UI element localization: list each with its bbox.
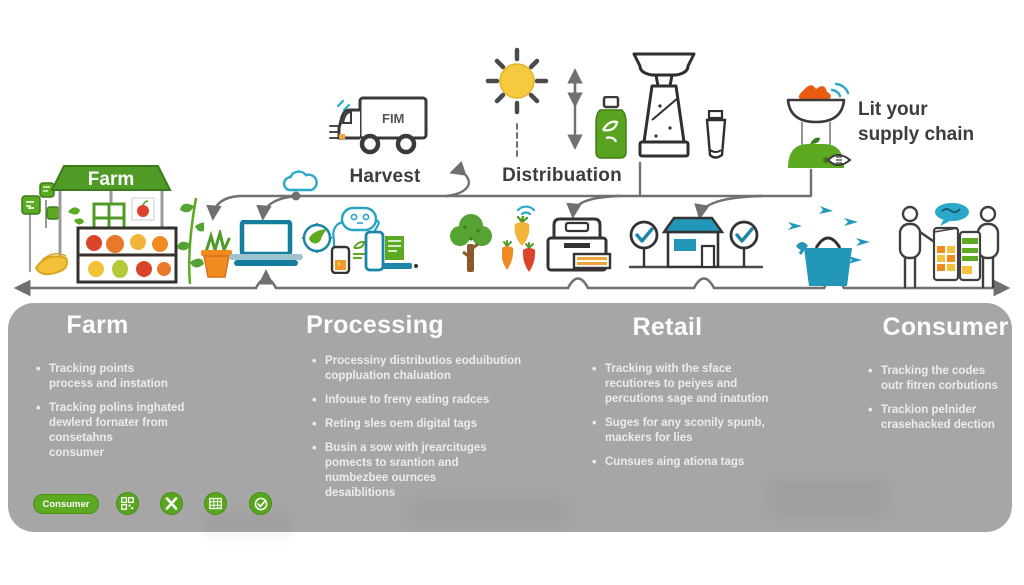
processing-bullet-list: Processiny distributios eoduibution copp… — [312, 353, 522, 510]
column-header-farm: Farm — [66, 311, 129, 339]
list-item: Cunsues aing ationa tags — [592, 454, 792, 471]
column-header-consumer: Consumer — [882, 313, 1009, 341]
delivery-truck-icon: FIM — [329, 96, 428, 155]
shopping-bag-planes-icon — [788, 206, 870, 286]
tube-icon — [705, 110, 727, 159]
list-item: Suges for any sconily spunb, mackers for… — [592, 415, 792, 446]
leaf-check-badge-icon — [302, 223, 332, 253]
list-item: Processiny distributios eoduibution copp… — [312, 353, 522, 384]
list-item: Reting sles oem digital tags — [312, 416, 522, 433]
consumer-bullet-list: Tracking the codes outr fitren corbution… — [868, 363, 1018, 442]
harvest-label: Harvest — [349, 166, 421, 187]
cloud-icon — [282, 170, 318, 192]
list-item: Trackion pelnider crasehacked dection — [868, 402, 1018, 433]
spreadsheet-icon — [204, 492, 227, 515]
robot-with-devices-icon — [330, 206, 418, 274]
list-item: Tracking with the sface recutiores to pe… — [592, 361, 792, 407]
consumer-pill-badge: Consumer — [33, 494, 99, 514]
qr-code-icon — [116, 492, 139, 515]
farm-bullet-list: Tracking points process and instation Tr… — [36, 361, 236, 470]
list-item: Tracking points process and instation — [36, 361, 236, 392]
tree-icon — [450, 214, 492, 272]
sun-icon — [485, 47, 549, 115]
people-with-products-icon — [898, 203, 1000, 289]
truck-text: FIM — [382, 111, 404, 126]
list-item: Infouue to freny eating radces — [312, 392, 522, 409]
laptop-icon — [229, 220, 303, 266]
farm-sign-text: Farm — [88, 169, 134, 190]
x-mark-icon — [160, 492, 183, 515]
potted-plant-icon — [201, 230, 232, 278]
bird-bowl-sensor-icon — [786, 82, 852, 168]
plant-sprig-icon — [177, 197, 204, 285]
printer-machine-icon — [546, 217, 612, 272]
carrots-icon — [502, 216, 536, 272]
distribution-label: Distribuation — [502, 165, 622, 186]
column-header-retail: Retail — [632, 313, 703, 341]
list-item: Tracking polins inghated dewlerd fornate… — [36, 400, 236, 461]
list-item: Busin a sow with jrearcituges pomects to… — [312, 440, 522, 501]
column-header-processing: Processing — [306, 311, 444, 339]
store-icon — [662, 216, 724, 268]
farm-stand-icon: Farm — [21, 165, 178, 284]
green-bottle-icon — [595, 96, 627, 159]
check-post-icon — [729, 220, 759, 267]
supply-chain-note: Lit your supply chain — [858, 99, 975, 145]
retail-bullet-list: Tracking with the sface recutiores to pe… — [592, 361, 792, 479]
check-circle-icon — [249, 492, 272, 515]
blender-machine-icon — [632, 52, 696, 158]
check-post-icon — [629, 220, 659, 267]
wifi-signal-icon — [516, 205, 536, 216]
list-item: Tracking the codes outr fitren corbution… — [868, 363, 1018, 394]
